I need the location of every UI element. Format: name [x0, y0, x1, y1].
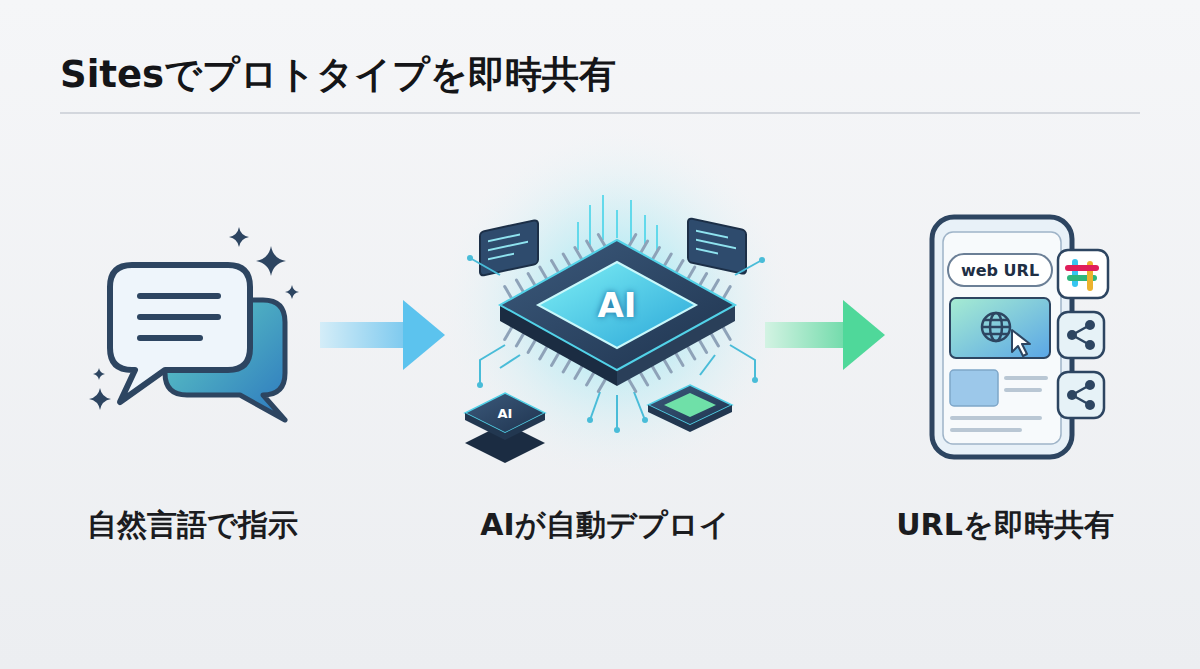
ai-chip-icon: [442, 130, 792, 480]
diagram-title: Sitesでプロトタイプを即時共有: [60, 50, 616, 100]
chip-label: AI: [598, 285, 637, 325]
chip-label: AI: [498, 406, 513, 421]
step-label: AIが自動デプロイ: [480, 505, 729, 546]
step-label: URLを即時共有: [896, 505, 1114, 546]
chat-icon: [89, 227, 299, 420]
step-node: URLを即時共有: [885, 205, 1125, 550]
flow-arrow: [320, 322, 425, 348]
arrow-head: [424, 335, 445, 336]
step-node: AIが自動デプロイ: [445, 205, 765, 550]
step-node: 自然言語で指示: [65, 205, 320, 550]
url-field-text: web URL: [961, 261, 1039, 280]
phone-icon: [932, 217, 1108, 457]
step-label: 自然言語で指示: [87, 505, 298, 546]
arrow-head: [864, 335, 885, 336]
flow-arrow: [765, 322, 865, 348]
title-rule: [60, 112, 1140, 114]
